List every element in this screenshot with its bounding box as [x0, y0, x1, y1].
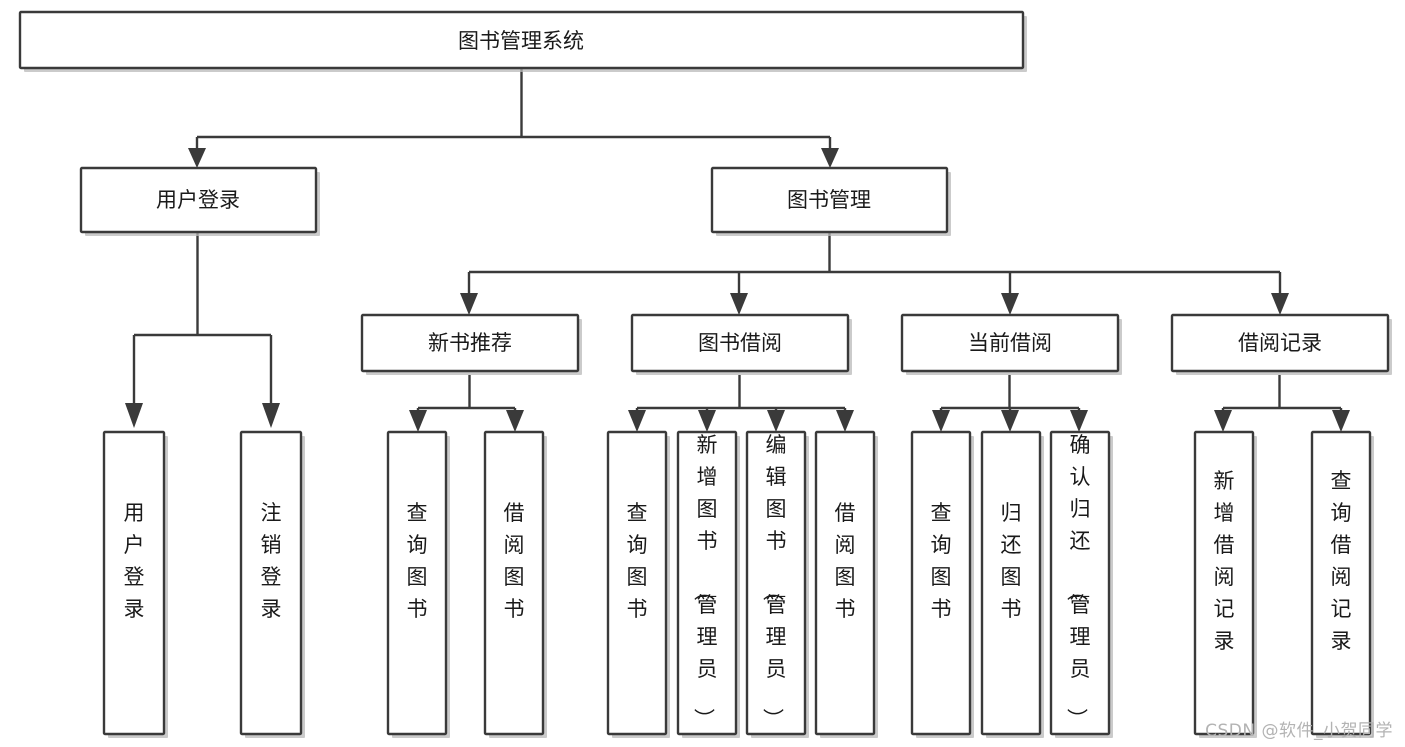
- leaf-query-record-label: 查询借阅记录: [1331, 469, 1352, 653]
- leaf-query-record-box[interactable]: [1310, 430, 1372, 736]
- leaf-borrow-book-1[interactable]: 借阅图书: [483, 430, 547, 738]
- arrowhead-user-login: [188, 148, 206, 168]
- node-root-box[interactable]: [18, 10, 1025, 70]
- leaf-query-book-1[interactable]: 查询图书: [386, 430, 450, 738]
- arrowhead-leaf-confirm-return: [1070, 410, 1088, 432]
- leaf-edit-book-label: 编辑图书（管理员）: [761, 433, 787, 729]
- arrowhead-new-book-rec: [460, 293, 478, 315]
- leaf-borrow-book-2-box[interactable]: [814, 430, 876, 736]
- leaf-query-book-2-label: 查询图书: [627, 501, 648, 621]
- node-current-borrow[interactable]: 当前借阅: [900, 313, 1122, 375]
- node-borrow-record-box[interactable]: [1170, 313, 1390, 373]
- connector-layer: [125, 68, 1350, 432]
- arrowhead-current-borrow: [1001, 293, 1019, 315]
- arrowhead-leaf-borrow-book-1: [506, 410, 524, 432]
- leaf-query-book-3[interactable]: 查询图书: [910, 430, 974, 738]
- arrowhead-book-manage: [821, 148, 839, 168]
- leaf-borrow-book-1-label: 借阅图书: [504, 501, 525, 621]
- leaf-return-book-label: 归还图书: [1001, 501, 1022, 621]
- arrowhead-leaf-return-book: [1001, 410, 1019, 432]
- node-book-borrow-box[interactable]: [630, 313, 850, 373]
- node-book-borrow-label: 图书借阅: [698, 331, 782, 355]
- node-book-manage[interactable]: 图书管理: [710, 166, 951, 236]
- leaf-logout[interactable]: 注销登录: [239, 430, 305, 738]
- arrowhead-leaf-query-record: [1332, 410, 1350, 432]
- leaf-confirm-return[interactable]: 确认归还（管理员）: [1049, 430, 1113, 738]
- arrowhead-leaf-add-record: [1214, 410, 1232, 432]
- arrowhead-leaf-logout: [262, 403, 280, 428]
- leaf-borrow-book-1-box[interactable]: [483, 430, 545, 736]
- leaf-query-book-1-box[interactable]: [386, 430, 448, 736]
- leaf-return-book[interactable]: 归还图书: [980, 430, 1044, 738]
- arrowhead-leaf-user-login: [125, 403, 143, 428]
- leaf-user-login-label: 用户登录: [124, 501, 145, 621]
- leaf-add-record[interactable]: 新增借阅记录: [1193, 430, 1257, 738]
- node-current-borrow-label: 当前借阅: [968, 331, 1052, 355]
- leaf-return-book-box[interactable]: [980, 430, 1042, 736]
- leaf-query-book-3-box[interactable]: [910, 430, 972, 736]
- leaf-add-book-box[interactable]: [676, 430, 738, 736]
- leaf-logout-box[interactable]: [239, 430, 303, 736]
- arrowhead-leaf-borrow-book-2: [836, 410, 854, 432]
- arrowhead-leaf-query-book-1: [409, 410, 427, 432]
- leaf-logout-label: 注销登录: [261, 501, 282, 621]
- leaf-query-book-2[interactable]: 查询图书: [606, 430, 670, 738]
- node-book-manage-box[interactable]: [710, 166, 949, 234]
- leaf-edit-book-box[interactable]: [745, 430, 807, 736]
- node-book-borrow[interactable]: 图书借阅: [630, 313, 852, 375]
- node-borrow-record[interactable]: 借阅记录: [1170, 313, 1392, 375]
- leaf-add-book-label: 新增图书（管理员）: [692, 433, 718, 729]
- leaf-confirm-return-label: 确认归还（管理员）: [1065, 433, 1091, 729]
- leaf-confirm-return-box[interactable]: [1049, 430, 1111, 736]
- arrowhead-book-borrow: [730, 293, 748, 315]
- node-user-login-label: 用户登录: [156, 188, 240, 212]
- leaf-user-login-box[interactable]: [102, 430, 166, 736]
- node-new-book-rec[interactable]: 新书推荐: [360, 313, 582, 375]
- node-user-login[interactable]: 用户登录: [79, 166, 320, 236]
- arrowhead-leaf-query-book-3: [932, 410, 950, 432]
- node-user-login-box[interactable]: [79, 166, 318, 234]
- leaf-query-book-2-box[interactable]: [606, 430, 668, 736]
- leaf-borrow-book-2[interactable]: 借阅图书: [814, 430, 878, 738]
- leaf-query-book-1-label: 查询图书: [407, 501, 428, 621]
- leaf-add-book[interactable]: 新增图书（管理员）: [676, 430, 740, 738]
- node-borrow-record-label: 借阅记录: [1238, 331, 1322, 355]
- leaf-edit-book[interactable]: 编辑图书（管理员）: [745, 430, 809, 738]
- arrowhead-leaf-add-book: [698, 410, 716, 432]
- node-new-book-rec-label: 新书推荐: [428, 331, 512, 355]
- leaf-query-book-3-label: 查询图书: [931, 501, 952, 621]
- arrowhead-leaf-query-book-2: [628, 410, 646, 432]
- arrowhead-leaf-edit-book: [767, 410, 785, 432]
- leaf-add-record-label: 新增借阅记录: [1214, 469, 1235, 653]
- arrowhead-borrow-record: [1271, 293, 1289, 315]
- node-book-manage-label: 图书管理: [787, 188, 871, 212]
- node-root[interactable]: 图书管理系统: [18, 10, 1027, 72]
- node-current-borrow-box[interactable]: [900, 313, 1120, 373]
- node-root-label: 图书管理系统: [458, 29, 584, 53]
- node-new-book-rec-box[interactable]: [360, 313, 580, 373]
- leaf-query-record[interactable]: 查询借阅记录: [1310, 430, 1374, 738]
- leaf-add-record-box[interactable]: [1193, 430, 1255, 736]
- leaf-borrow-book-2-label: 借阅图书: [835, 501, 856, 621]
- leaf-user-login[interactable]: 用户登录: [102, 430, 168, 738]
- csdn-watermark: CSDN @软件_小贺同学: [1205, 721, 1393, 741]
